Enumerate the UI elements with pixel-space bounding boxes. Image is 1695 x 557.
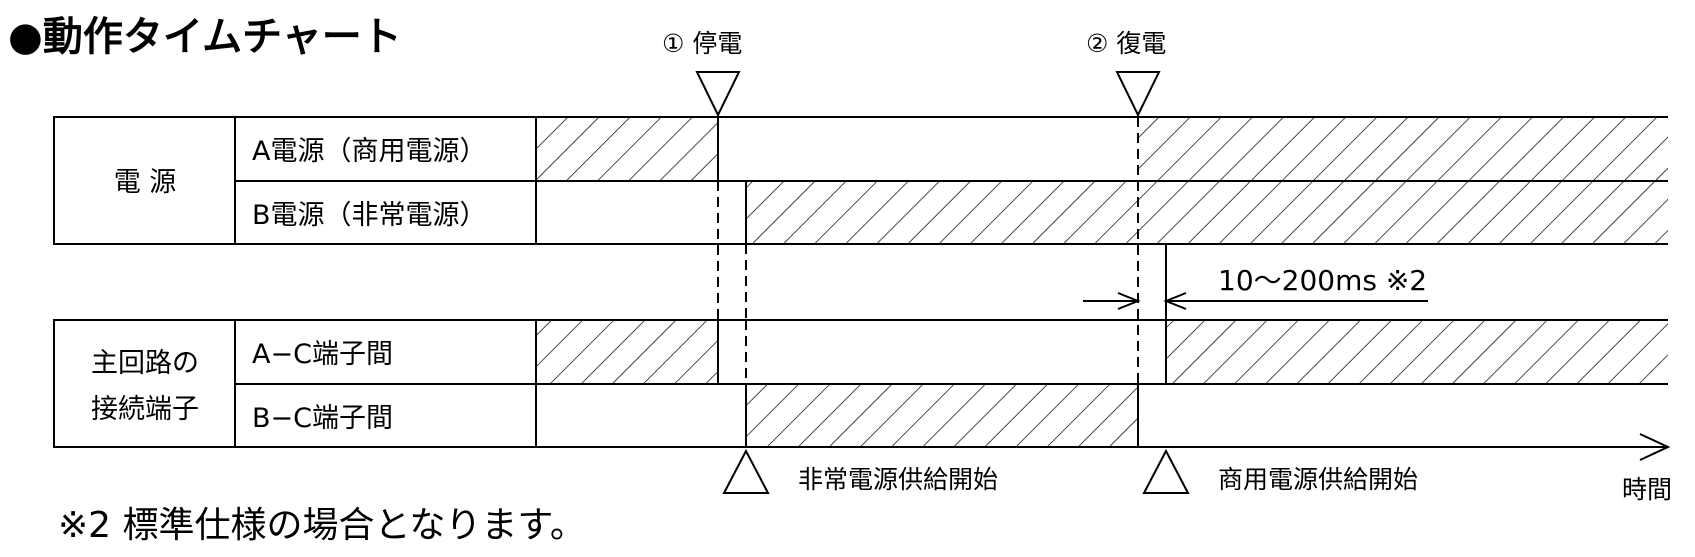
row-a-on-segment-2 [1138,118,1668,180]
chart-title: ●動作タイムチャート [8,14,402,60]
outage-marker-triangle [695,71,741,118]
timing-dimension: 10～200ms ※2 [1083,264,1428,310]
outage-event-label: ① 停電 [662,29,742,58]
row-b-power-label: B電源（非常電源） [252,200,487,231]
time-axis-arrow [1639,433,1671,461]
restore-marker-triangle [1115,71,1161,118]
row-a-power-label: A電源（商用電源） [252,136,486,167]
row-bc-on-segment [746,385,1138,446]
row-ac-on-segment-2 [1166,321,1668,383]
row-ac-label: A−C端子間 [252,339,393,370]
emergency-start-marker [722,448,770,494]
timing-label: 10～200ms ※2 [1218,264,1427,297]
terminal-group: 主回路の 接続端子 A−C端子間 B−C端子間 [53,319,1668,448]
row-b-on-segment [746,182,1668,243]
power-group-label: 電 源 [114,167,177,198]
commercial-start-marker [1142,448,1190,494]
footnote: ※2 標準仕様の場合となります。 [58,505,586,546]
restore-event-label: ② 復電 [1086,29,1166,58]
terminal-group-label-line2: 接続端子 [91,394,199,425]
power-group: 電 源 A電源（商用電源） B電源（非常電源） [53,116,1668,245]
emergency-start-label: 非常電源供給開始 [798,465,998,494]
terminal-group-label-line1: 主回路の [91,348,199,379]
commercial-start-label: 商用電源供給開始 [1218,465,1418,494]
row-ac-on-segment-1 [537,321,718,383]
row-a-on-segment-1 [537,118,718,180]
row-bc-label: B−C端子間 [252,403,393,434]
time-axis-label: 時間 [1622,475,1672,504]
